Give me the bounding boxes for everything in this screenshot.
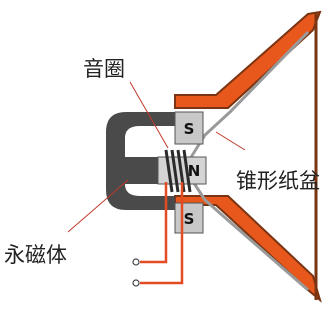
label-cone: 锥形纸盆 (236, 169, 320, 193)
permanent-magnet (106, 112, 175, 210)
coil-lead-wires (140, 182, 184, 285)
label-permanent-magnet: 永磁体 (4, 243, 67, 267)
pole-piece-top (174, 111, 204, 145)
leader-line-voice-coil (129, 81, 169, 149)
coil-lead-wire-1 (140, 182, 168, 264)
terminal-2 (132, 279, 140, 287)
leader-line-permanent-magnet (67, 179, 129, 233)
cone (174, 10, 322, 303)
label-voice-coil: 音圈 (83, 57, 125, 81)
pole-piece-bottom (174, 202, 204, 234)
cone-suspension-upper (186, 30, 310, 163)
terminal-1 (132, 258, 140, 266)
coil-lead-wire-2 (140, 182, 184, 285)
cone-suspension-lower (186, 173, 309, 292)
leader-line-cone (215, 131, 246, 151)
pole-label-center: N (188, 162, 201, 180)
pole-label-top: S (184, 120, 195, 138)
pole-label-bottom: S (184, 210, 195, 228)
